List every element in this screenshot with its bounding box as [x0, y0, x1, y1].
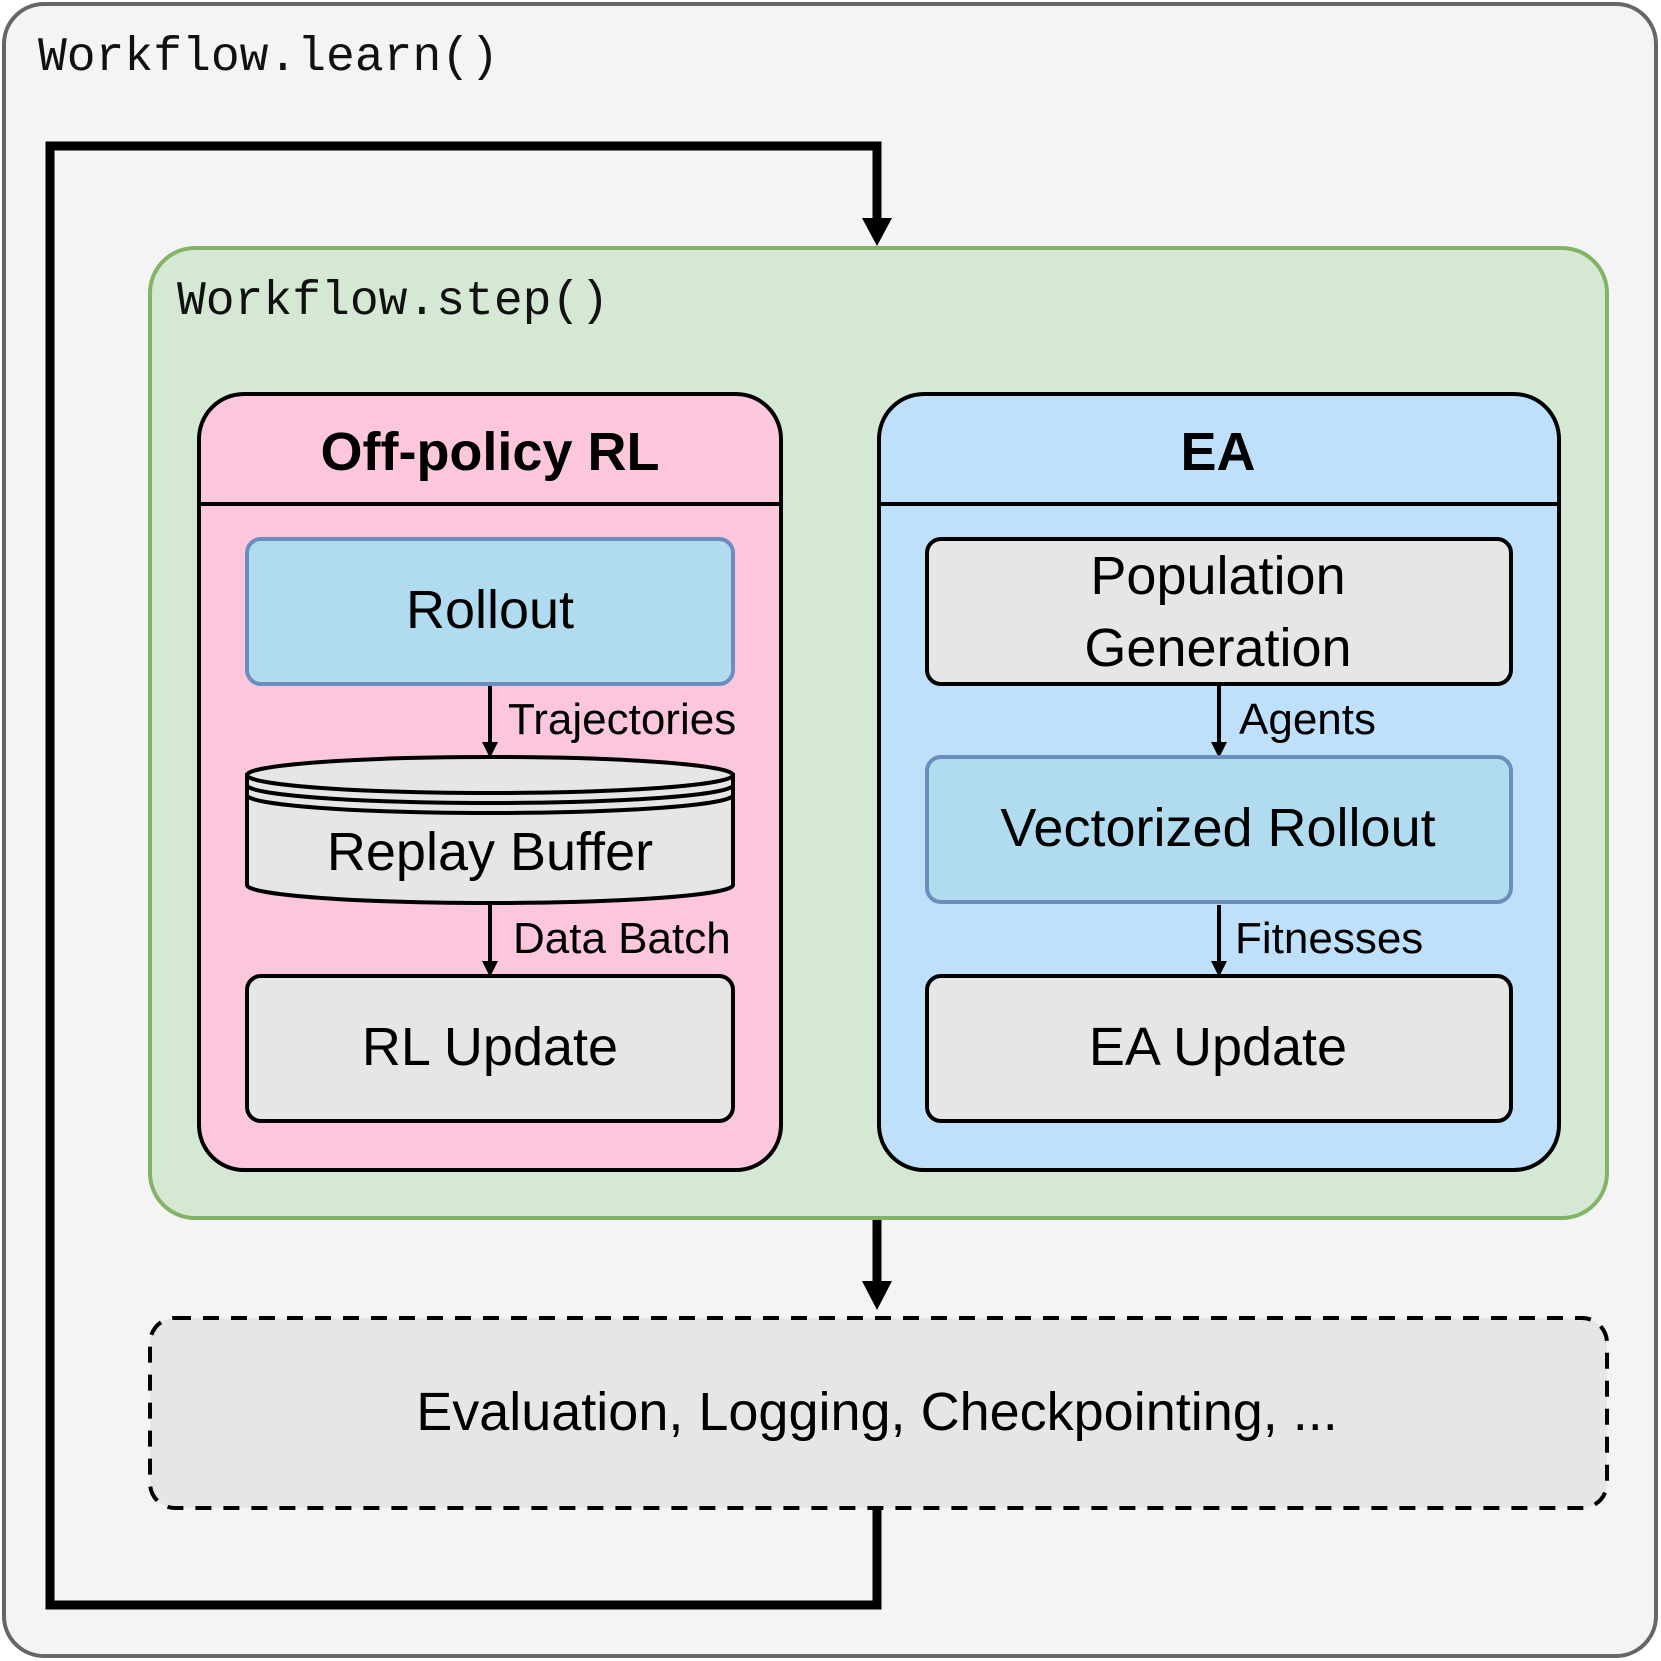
agents-arrowhead	[1211, 742, 1227, 758]
step-to-post-arrowhead	[862, 1281, 892, 1310]
rl-update-box	[245, 974, 735, 1123]
outer-title: Workflow.learn()	[38, 31, 499, 85]
replay-buffer-body	[245, 773, 735, 905]
post-step-box	[148, 1316, 1609, 1510]
vectorized-rollout-box	[925, 755, 1513, 904]
rl-update-label: RL Update	[362, 1017, 618, 1077]
ea-update-box	[925, 974, 1513, 1123]
data-batch-label: Data Batch	[513, 914, 731, 963]
rollout-label: Rollout	[406, 580, 574, 640]
rl-panel: Off-policy RL Rollout Trajectories Repla…	[197, 392, 783, 1172]
fitnesses-arrowhead	[1211, 961, 1227, 977]
replay-buffer-ring-1	[245, 784, 735, 805]
post-step-label: Evaluation, Logging, Checkpointing, ...	[416, 1382, 1338, 1442]
data-batch-arrowhead	[482, 961, 498, 977]
population-label-line2: Generation	[1084, 618, 1351, 678]
loop-arrowhead	[862, 218, 892, 246]
fitnesses-label: Fitnesses	[1235, 914, 1423, 963]
ea-panel: EA Population Generation Agents Vectoriz…	[877, 392, 1561, 1172]
replay-buffer-top	[245, 755, 735, 795]
ea-update-label: EA Update	[1089, 1017, 1347, 1077]
step-title: Workflow.step()	[177, 275, 609, 329]
population-label-line1: Population	[1090, 546, 1345, 606]
trajectories-arrowhead	[482, 742, 498, 758]
agents-label: Agents	[1239, 695, 1376, 744]
trajectories-label: Trajectories	[508, 695, 736, 744]
vectorized-rollout-label: Vectorized Rollout	[1000, 798, 1435, 858]
replay-buffer-label: Replay Buffer	[327, 822, 653, 882]
population-generation-box	[925, 537, 1513, 686]
ea-panel-title: EA	[1180, 422, 1255, 482]
replay-buffer-ring-2	[245, 794, 735, 815]
loop-line	[45, 141, 882, 1610]
rollout-box	[245, 537, 735, 686]
rl-panel-title: Off-policy RL	[321, 422, 660, 482]
